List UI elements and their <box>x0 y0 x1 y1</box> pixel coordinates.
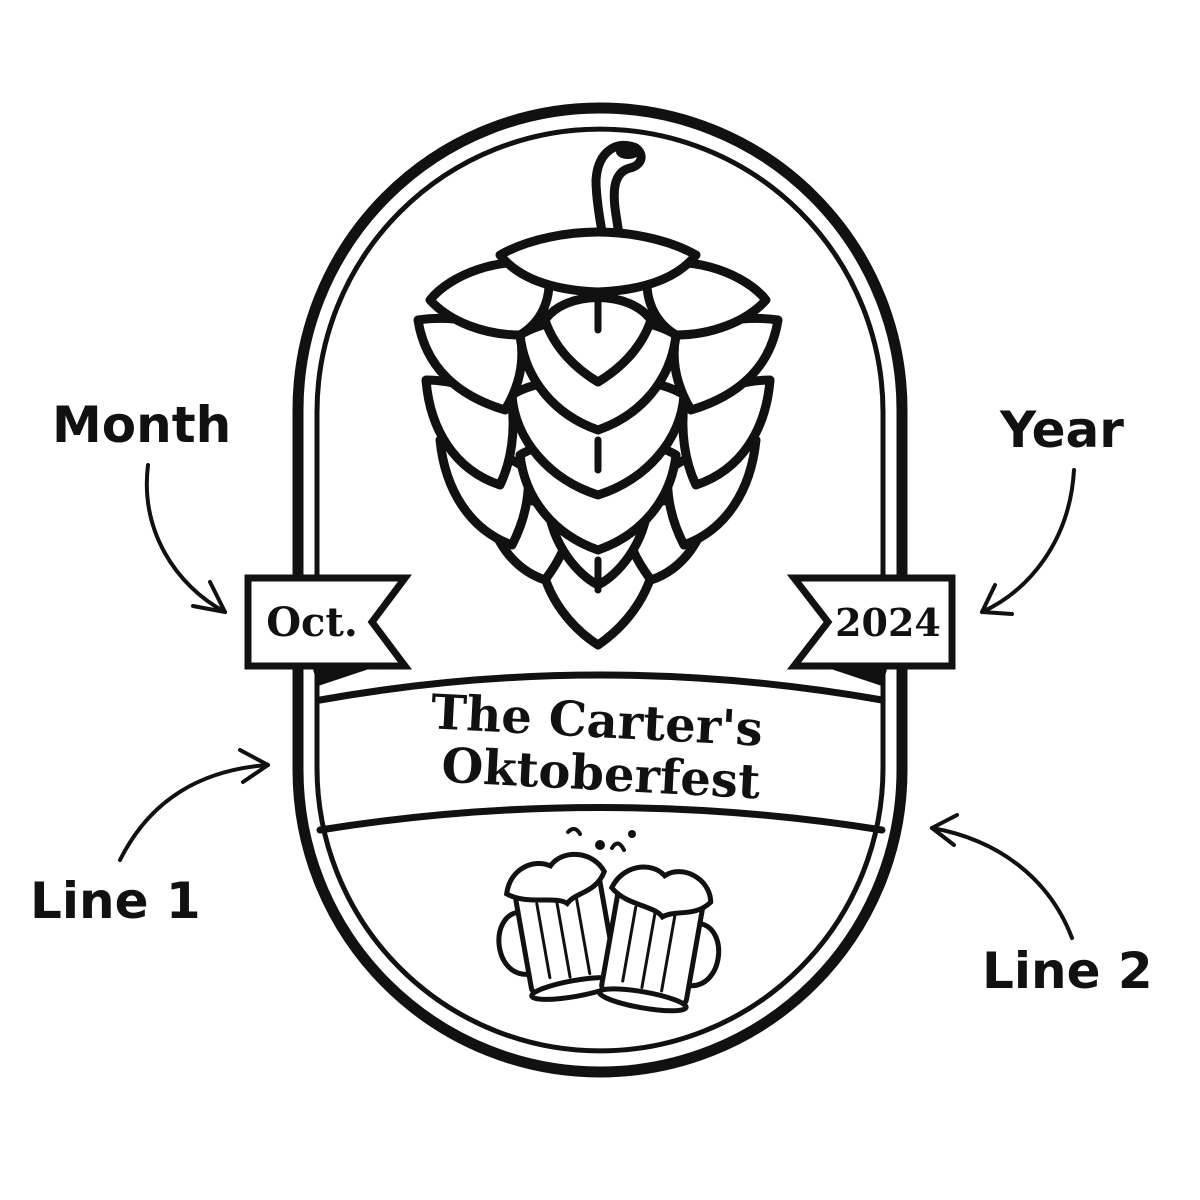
hop-cone-icon <box>413 140 783 650</box>
month-ribbon: Oct. <box>244 574 412 686</box>
year-value: 2024 <box>835 600 941 645</box>
callout-year: Year <box>999 401 1124 459</box>
callout-arrow-year <box>980 468 1076 616</box>
callout-month: Month <box>52 396 231 454</box>
callout-line1: Line 1 <box>30 872 201 930</box>
year-ribbon: 2024 <box>786 574 956 686</box>
month-value: Oct. <box>266 599 358 646</box>
beer-mugs-icon <box>496 827 722 1014</box>
badge-frame <box>292 102 908 1078</box>
callout-line2: Line 2 <box>982 942 1153 1000</box>
callout-arrow-month <box>144 463 227 614</box>
callout-arrow-line2 <box>930 813 1074 940</box>
callout-arrow-line1 <box>118 748 270 862</box>
name-band <box>316 671 886 834</box>
